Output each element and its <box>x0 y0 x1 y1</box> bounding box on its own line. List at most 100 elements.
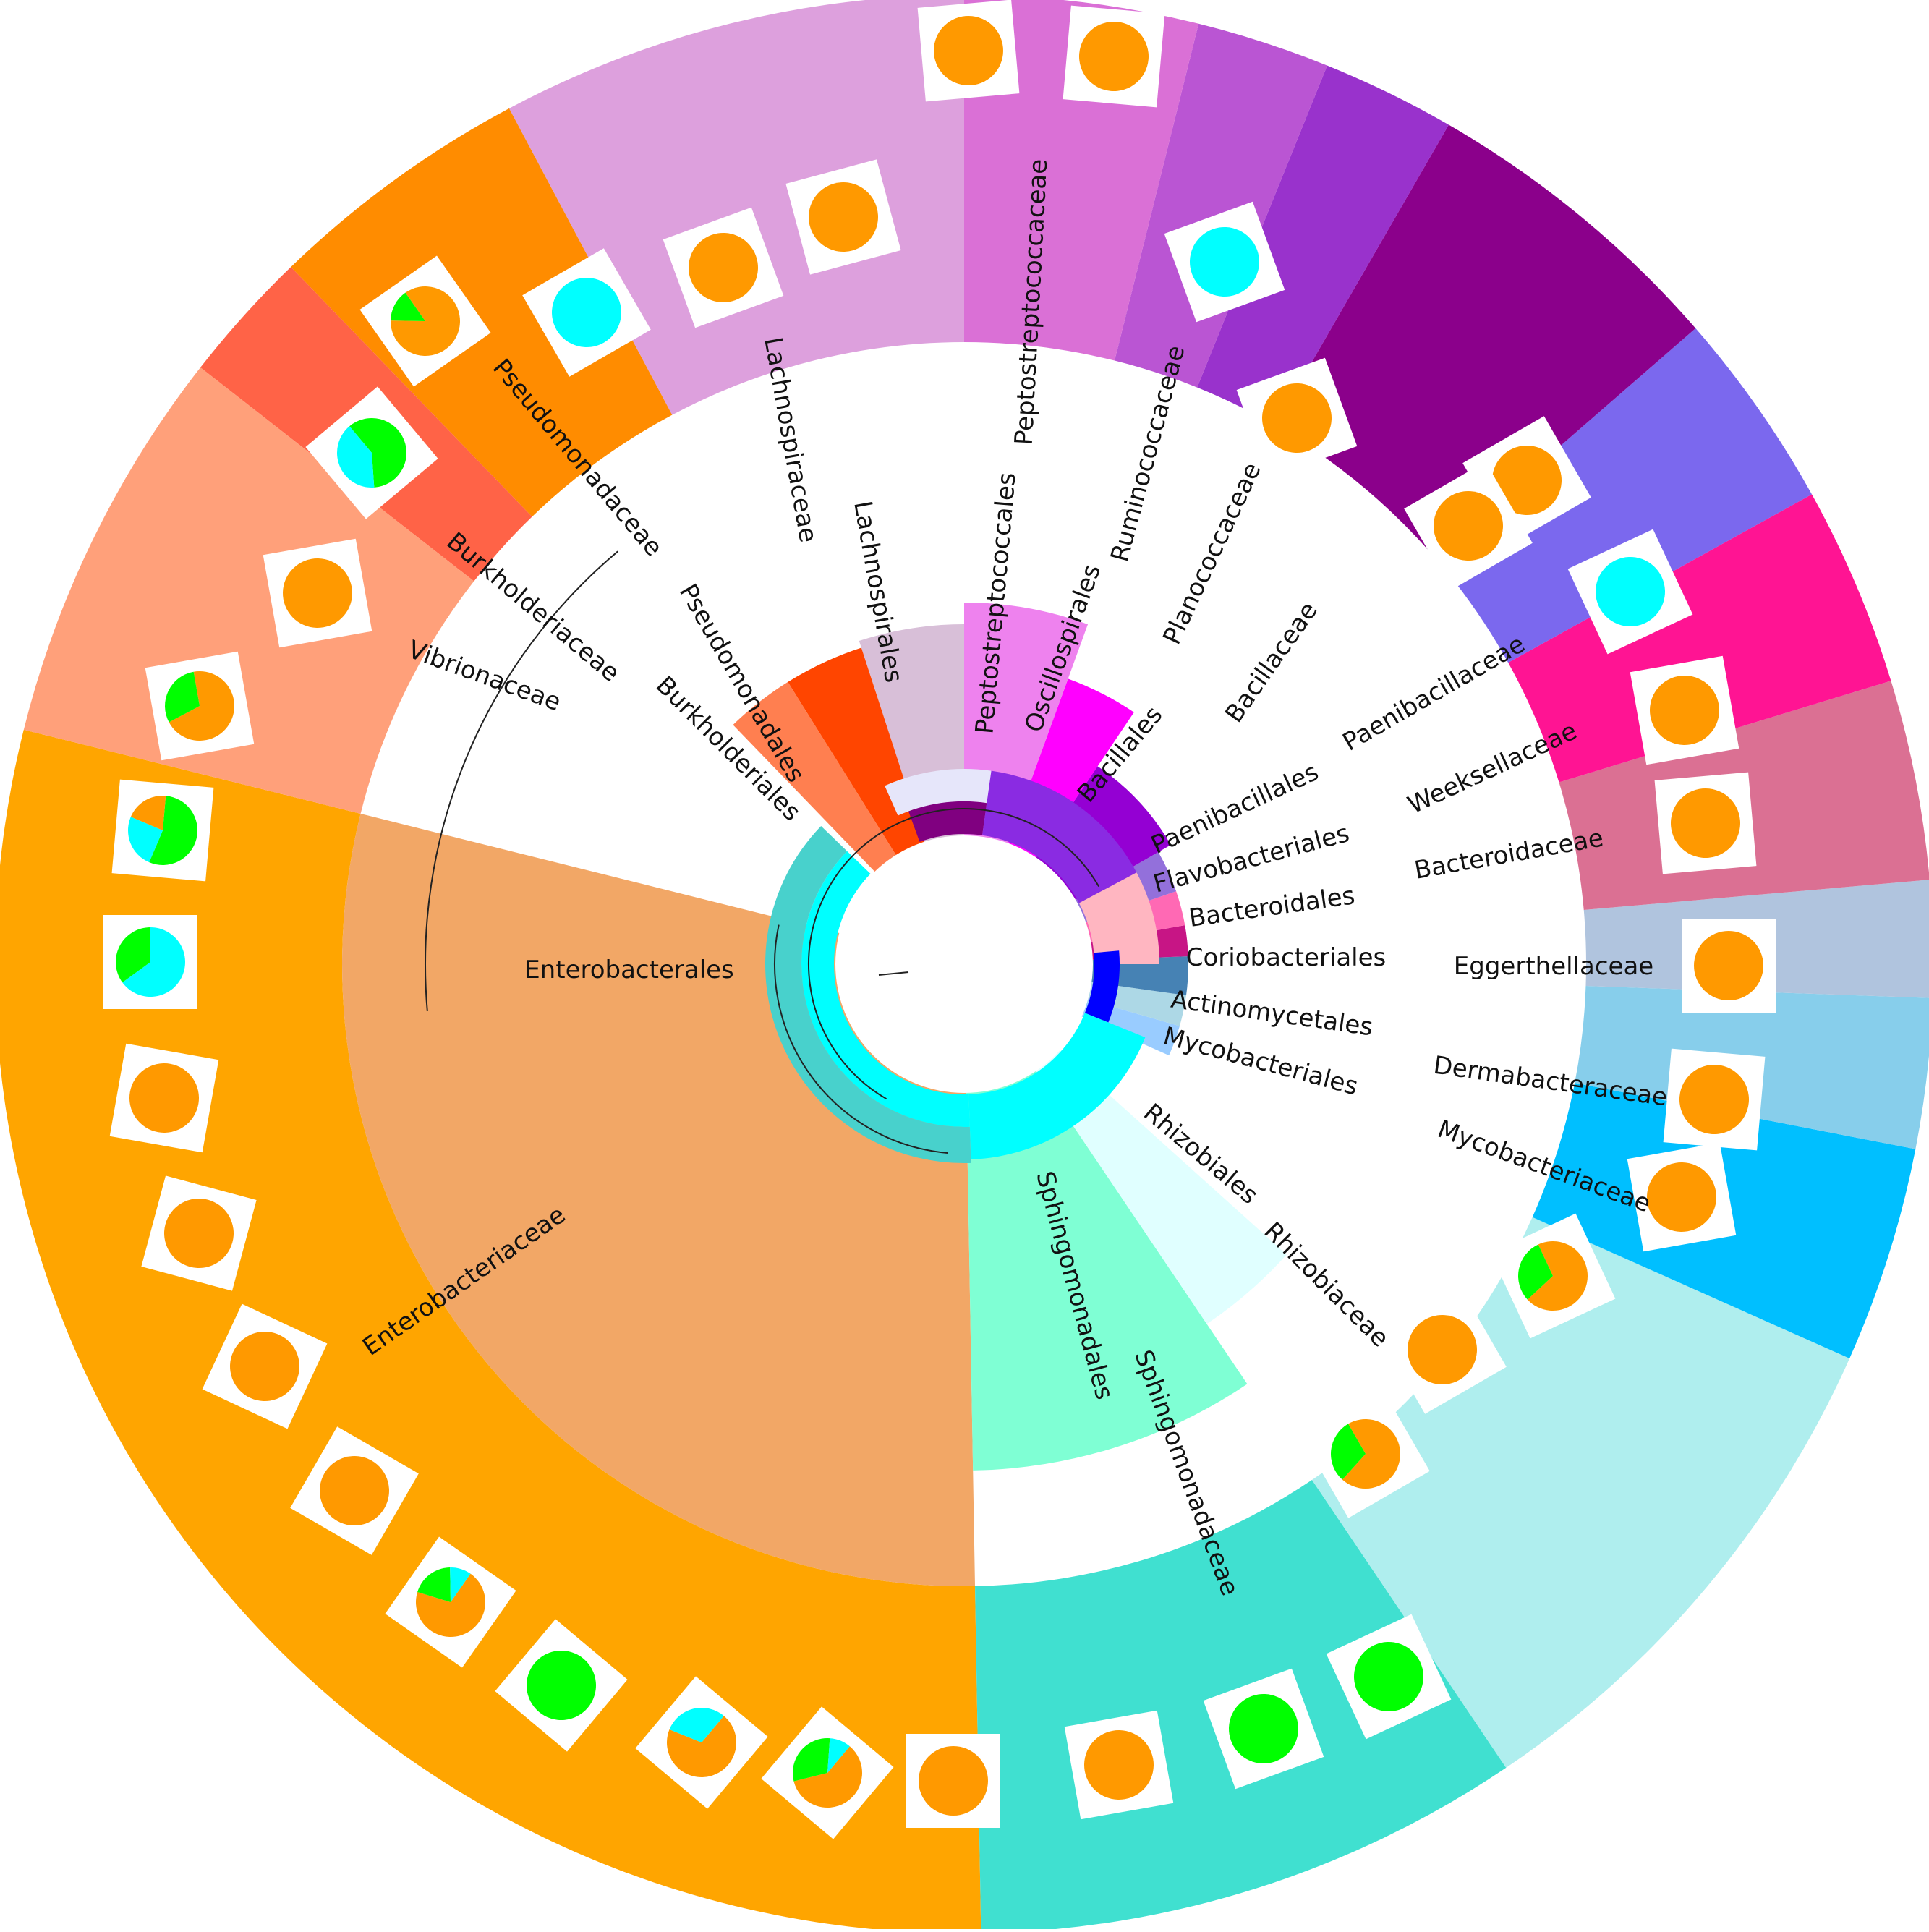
pie-slice <box>809 182 878 252</box>
pie-slice <box>1262 383 1332 453</box>
tip-pie-marker <box>1663 1048 1766 1151</box>
pie-slice <box>1190 227 1259 297</box>
pie-slice <box>391 286 460 356</box>
ring-teal <box>765 825 971 1164</box>
pie-slice <box>934 16 1003 85</box>
pie-slice <box>689 233 758 302</box>
pie-slice <box>793 1746 862 1808</box>
pie-slice <box>169 671 234 741</box>
tip-pie-marker <box>109 1043 219 1153</box>
order-label-bacteroidales: Bacteroidales <box>1187 881 1356 933</box>
tip-pie-marker <box>111 779 214 882</box>
pie-slice <box>1527 1241 1588 1311</box>
pie-slice <box>1229 1694 1298 1763</box>
pie-slice <box>349 418 406 488</box>
tip-pie-marker <box>1301 1390 1430 1518</box>
backbone-arc <box>808 808 1100 1100</box>
pie-slice <box>1084 1730 1154 1800</box>
family-label-paenibacillaceae: Paenibacillaceae <box>1338 629 1530 757</box>
pie-slice <box>667 1716 736 1777</box>
tip-pie-marker <box>305 386 438 519</box>
pie-slice <box>1434 491 1503 561</box>
root-branch <box>878 971 909 976</box>
tip-pie-marker <box>785 159 901 275</box>
pie-slice <box>1331 1424 1366 1480</box>
pie-slice <box>527 1651 596 1720</box>
pie-slice <box>1342 1419 1400 1489</box>
order-label-enterobacterales: Enterobacterales <box>524 956 734 984</box>
order-band-pseudomonadales <box>788 647 930 869</box>
ring-purple <box>908 801 987 842</box>
inner-rings <box>765 769 1159 1164</box>
pie-slice <box>149 796 197 865</box>
tip-pie-marker <box>1404 461 1533 590</box>
pie-slice <box>1694 931 1763 1000</box>
pie-slice <box>1518 1244 1553 1300</box>
pie-slice <box>1596 557 1665 626</box>
family-band-vibrionaceae <box>23 367 474 814</box>
family-band-weeksellaceae <box>1508 494 1891 783</box>
tip-pie-marker <box>1567 529 1693 655</box>
tip-pie-marker <box>1654 772 1757 874</box>
pie-slice <box>450 1567 471 1602</box>
tip-pie-marker <box>1490 1213 1616 1339</box>
pie-slice <box>1079 22 1149 91</box>
tip-pie-marker <box>495 1619 628 1752</box>
ring-lavender <box>885 769 992 816</box>
pie-slice <box>793 1738 830 1782</box>
pie-slice <box>391 292 425 321</box>
pie-slice <box>122 927 185 997</box>
pie-slice <box>230 1332 299 1401</box>
family-band-ruminococcaceae <box>1115 23 1327 388</box>
pie-slice <box>1647 1162 1716 1232</box>
family-band-pseudomonadaceae <box>291 108 673 517</box>
pie-slice <box>417 1567 451 1602</box>
tip-pie-marker <box>635 1676 768 1809</box>
ring-cyan <box>968 1013 1146 1159</box>
pie-slice <box>116 927 150 983</box>
pie-slice <box>919 1746 988 1816</box>
pie-slice <box>283 558 352 628</box>
family-band-bacillaceae <box>1275 124 1696 556</box>
tip-pie-marker <box>917 0 1020 102</box>
pie-slice <box>669 1708 724 1742</box>
pie-slice <box>552 278 621 347</box>
order-band-burkholderiales <box>733 681 905 884</box>
tip-pie-marker <box>263 538 372 648</box>
tip-pie-marker <box>290 1426 419 1555</box>
family-band-rhizobiaceae <box>1311 1217 1850 1768</box>
family-label-eggerthellaceae: Eggerthellaceae <box>1454 952 1653 981</box>
tip-pie-marker <box>663 207 784 328</box>
pie-slice <box>129 1063 199 1133</box>
tip-pie-marker <box>141 1175 257 1291</box>
family-label-vibrionaceae: Vibrionaceae <box>404 635 565 717</box>
pie-slice <box>1492 446 1562 515</box>
family-band-enterobacteriaceae <box>0 729 981 1932</box>
tip-pie-marker <box>1063 5 1165 108</box>
family-label-ruminococcaceae: Ruminococcaceae <box>1105 342 1191 565</box>
pie-slice <box>1650 676 1719 745</box>
family-label-lachnospiraceae: Lachnospiraceae <box>758 335 822 545</box>
family-label-bacteroidaceae: Bacteroidaceae <box>1412 824 1605 885</box>
order-band-sphingomonadales <box>966 1057 1248 1471</box>
pie-slice <box>320 1456 389 1525</box>
pie-slice <box>827 1738 850 1773</box>
tip-pie-marker <box>1064 1710 1174 1820</box>
tip-pie-marker <box>1203 1668 1324 1790</box>
ring-violet <box>982 770 1137 903</box>
pie-slice <box>165 671 200 723</box>
pie-slice <box>1408 1315 1477 1384</box>
tip-pie-marker <box>761 1706 894 1839</box>
tip-pie-marker <box>145 651 255 761</box>
ring-cyan-2 <box>801 851 970 1128</box>
pie-slice <box>164 1199 234 1268</box>
gamma-arc <box>774 924 948 1154</box>
pie-slice <box>1671 788 1740 858</box>
pie-slice <box>1354 1642 1423 1711</box>
family-label-bacillaceae: Bacillaceae <box>1219 597 1324 728</box>
tip-pie-marker <box>522 248 651 377</box>
pie-markers <box>103 0 1776 1839</box>
family-band-paenibacillaceae <box>1434 328 1812 663</box>
